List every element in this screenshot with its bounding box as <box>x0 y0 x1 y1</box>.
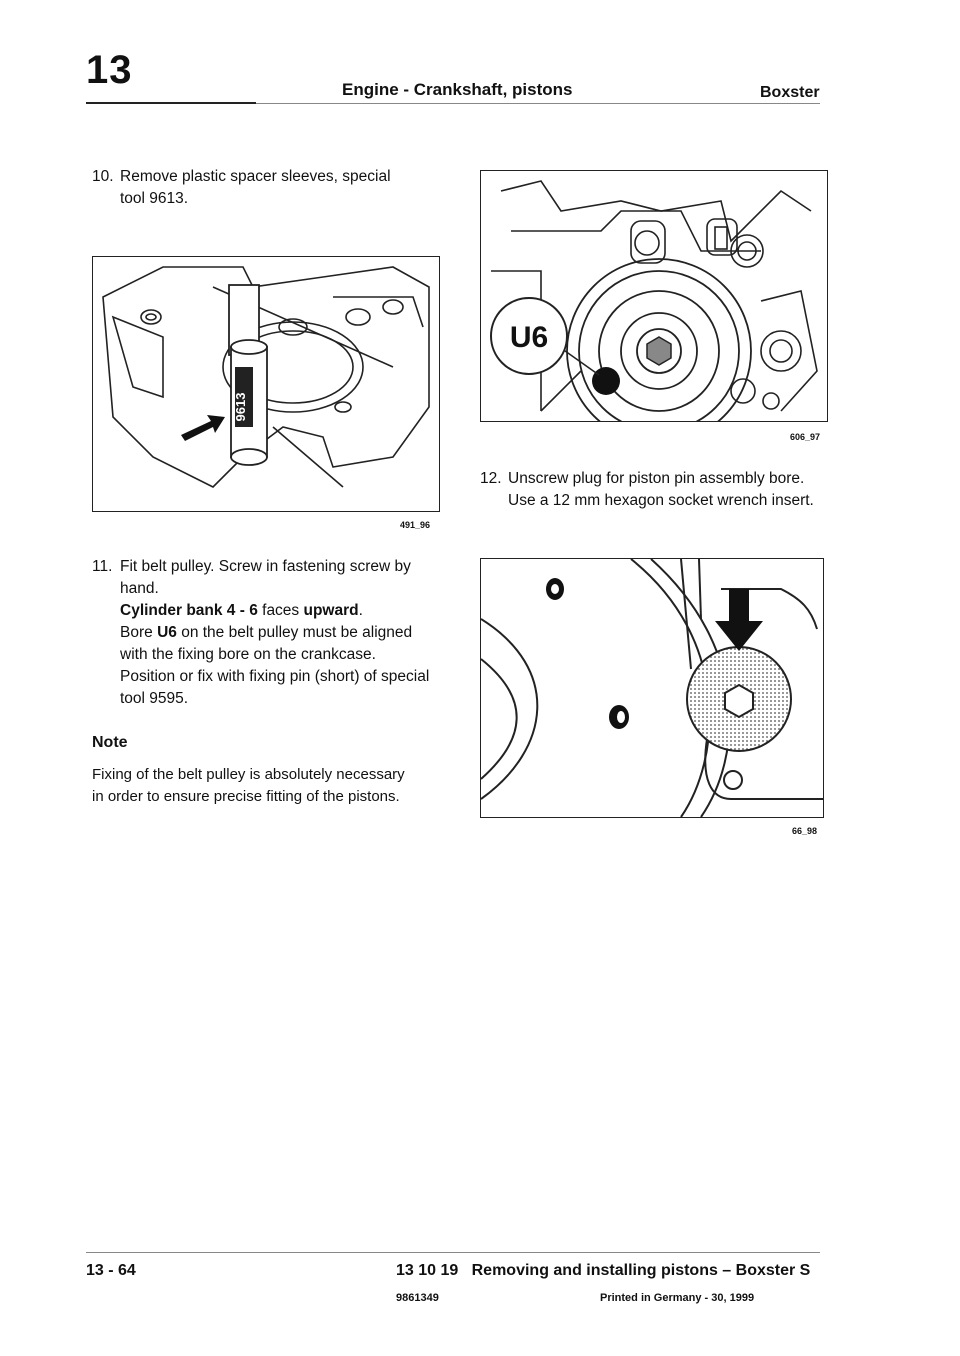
step-11-line7: tool 9595. <box>120 690 189 707</box>
step-11-line5: with the fixing bore on the crankcase. <box>120 646 376 663</box>
figure-plug-bore <box>480 558 824 818</box>
note-line2: in order to ensure precise fitting of th… <box>92 788 400 805</box>
arrow-down-icon <box>715 589 763 651</box>
step-10-line1: Remove plastic spacer sleeves, special <box>120 168 391 185</box>
step-11-line1: Fit belt pulley. Screw in fastening scre… <box>120 558 411 575</box>
step-12-line2: Use a 12 mm hexagon socket wrench insert… <box>508 492 814 509</box>
figure-2-caption: 606_97 <box>790 432 821 442</box>
figure-3-caption: 66_98 <box>792 826 818 836</box>
step-11-line3: Cylinder bank 4 - 6 faces upward. <box>120 602 363 619</box>
figure-spacer-sleeve-drawing: 9613 <box>102 266 430 488</box>
upward-text: upward <box>303 602 359 619</box>
step-12-number: 12. <box>480 470 502 487</box>
footer-title: 13 10 19 Removing and installing pistons… <box>396 1262 811 1279</box>
step-10: 10. Remove plastic spacer sleeves, specia… <box>92 166 452 210</box>
footer-page-number: 13 - 64 <box>86 1262 136 1279</box>
footer-doc-number: 9861349 <box>396 1292 439 1304</box>
note-heading: Note <box>92 734 128 751</box>
step-12: 12. Unscrew plug for piston pin assembly … <box>480 468 840 512</box>
cylinder-bank-text: Cylinder bank 4 - 6 <box>120 602 258 619</box>
note-text: Fixing of the belt pulley is absolutely … <box>92 764 452 808</box>
footer-printed: Printed in Germany - 30, 1999 <box>600 1292 755 1304</box>
header-model: Boxster <box>760 84 820 101</box>
tool-9613-label: 9613 <box>233 393 248 422</box>
step-11-line4: Bore U6 on the belt pulley must be align… <box>120 624 413 641</box>
header-rule <box>86 103 820 104</box>
chapter-number: 13 <box>86 48 133 92</box>
step-11-line6: Position or fix with fixing pin (short) … <box>120 668 430 685</box>
note-line1: Fixing of the belt pulley is absolutely … <box>92 766 405 783</box>
figure-belt-pulley-drawing: U6 <box>490 180 818 421</box>
step-10-number: 10. <box>92 168 114 185</box>
figure-1-caption: 491_96 <box>400 520 431 530</box>
step-11: 11. Fit belt pulley. Screw in fastening s… <box>92 556 452 710</box>
header-title: Engine - Crankshaft, pistons <box>342 80 573 99</box>
footer-rule <box>86 1252 820 1253</box>
u6-callout: U6 <box>510 321 548 354</box>
header-rule-accent <box>86 102 256 104</box>
step-11-number: 11. <box>92 558 113 575</box>
step-12-line1: Unscrew plug for piston pin assembly bor… <box>508 470 805 487</box>
bore-u6-text: U6 <box>157 624 177 641</box>
figure-belt-pulley: U6 <box>480 170 828 422</box>
figure-plug-bore-drawing <box>481 559 823 817</box>
step-11-line2: hand. <box>120 580 159 597</box>
figure-spacer-sleeve: 9613 <box>92 256 440 512</box>
arrow-icon <box>181 415 225 441</box>
step-10-line2: tool 9613. <box>120 190 189 207</box>
